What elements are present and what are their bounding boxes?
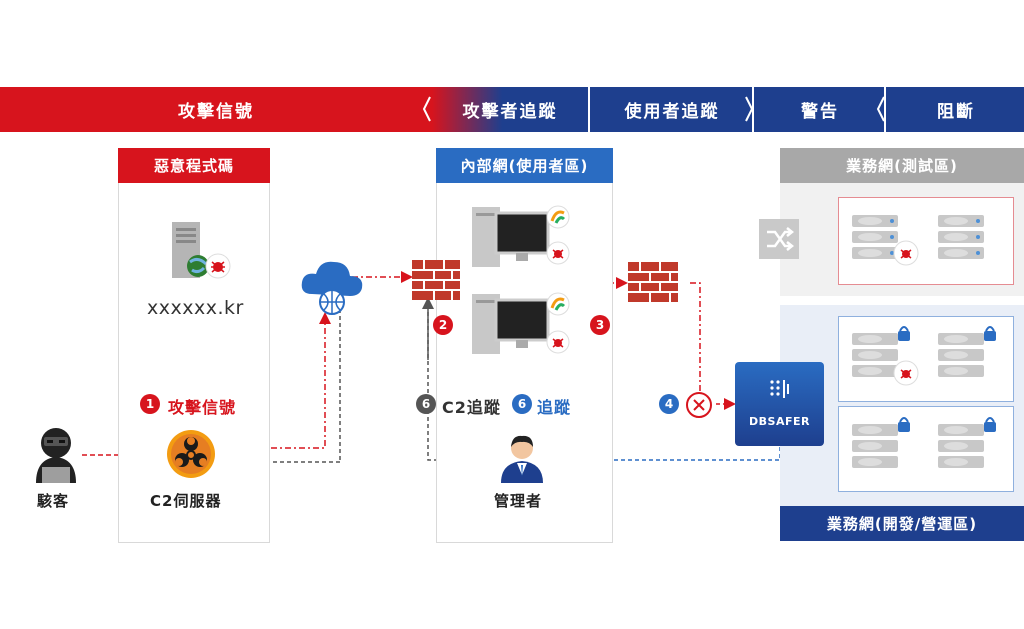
admin-label: 管理者 bbox=[494, 492, 543, 510]
pc-icon bbox=[472, 205, 570, 267]
badge-4: 4 bbox=[659, 394, 679, 414]
malware-panel-title: 惡意程式碼 bbox=[118, 148, 270, 183]
switch-icon bbox=[759, 219, 799, 259]
banner-attack-signal-label: 攻擊信號 bbox=[178, 102, 254, 122]
c2-server-label: C2伺服器 bbox=[150, 492, 222, 510]
chevron-icon bbox=[422, 96, 431, 122]
admin-icon bbox=[501, 435, 543, 483]
infected-locked-database-icon bbox=[852, 326, 919, 386]
malware-panel bbox=[118, 148, 270, 543]
badge-1: 1 bbox=[140, 394, 160, 414]
banner-user-trace: 使用者追蹤 bbox=[588, 87, 754, 132]
trace-label: 追蹤 bbox=[537, 398, 572, 417]
chevron-icon bbox=[745, 96, 754, 122]
attack-signal-label: 攻擊信號 bbox=[168, 398, 237, 417]
infected-server-icon bbox=[172, 222, 231, 279]
hacker-icon bbox=[36, 428, 76, 483]
banner-attacker-trace-label: 攻擊者追蹤 bbox=[462, 102, 558, 122]
biz-test-panel-title-text: 業務網(測試區) bbox=[846, 157, 958, 175]
domain-label: xxxxxx.kr bbox=[147, 297, 244, 319]
internal-panel-title: 內部網(使用者區) bbox=[436, 148, 613, 183]
banner-attack-signal: 攻擊信號 bbox=[0, 87, 432, 132]
dbsafer-logo-icon bbox=[770, 380, 789, 398]
biz-test-panel-title: 業務網(測試區) bbox=[780, 148, 1024, 183]
locked-database-icon bbox=[938, 417, 996, 468]
badge-2: 2 bbox=[433, 315, 453, 335]
biz-dev-panel-title: 業務網(開發/營運區) bbox=[780, 506, 1024, 541]
hacker-label: 駭客 bbox=[37, 492, 70, 510]
badge-6-trace: 6 bbox=[512, 394, 532, 414]
infected-database-icon bbox=[852, 215, 919, 266]
malware-panel-title-text: 惡意程式碼 bbox=[153, 157, 234, 175]
database-icon bbox=[938, 215, 984, 259]
badge-3: 3 bbox=[590, 315, 610, 335]
banner-alert-label: 警告 bbox=[801, 102, 839, 122]
chevron-icon bbox=[876, 96, 885, 122]
banner-alert: 警告 bbox=[752, 87, 886, 132]
biohazard-icon bbox=[167, 430, 215, 478]
locked-database-icon bbox=[852, 417, 910, 468]
banner-block-label: 阻斷 bbox=[937, 102, 975, 122]
locked-database-icon bbox=[938, 326, 996, 377]
block-icon bbox=[686, 392, 712, 418]
biz-dev-panel-title-text: 業務網(開發/營運區) bbox=[826, 515, 978, 533]
internal-panel-title-text: 內部網(使用者區) bbox=[460, 157, 589, 175]
banner-attacker-trace: 攻擊者追蹤 bbox=[432, 87, 588, 132]
pc-icon bbox=[472, 292, 570, 354]
firewall-icon bbox=[412, 260, 460, 300]
cloud-icon bbox=[301, 261, 363, 315]
badge-6-c2: 6 bbox=[416, 394, 436, 414]
banner-block: 阻斷 bbox=[884, 87, 1024, 132]
banner-user-trace-label: 使用者追蹤 bbox=[624, 102, 720, 122]
c2-trace-label: C2追蹤 bbox=[442, 398, 501, 417]
firewall-icon bbox=[628, 262, 678, 302]
dbsafer-box bbox=[735, 362, 824, 446]
dbsafer-label: DBSAFER bbox=[749, 415, 810, 428]
